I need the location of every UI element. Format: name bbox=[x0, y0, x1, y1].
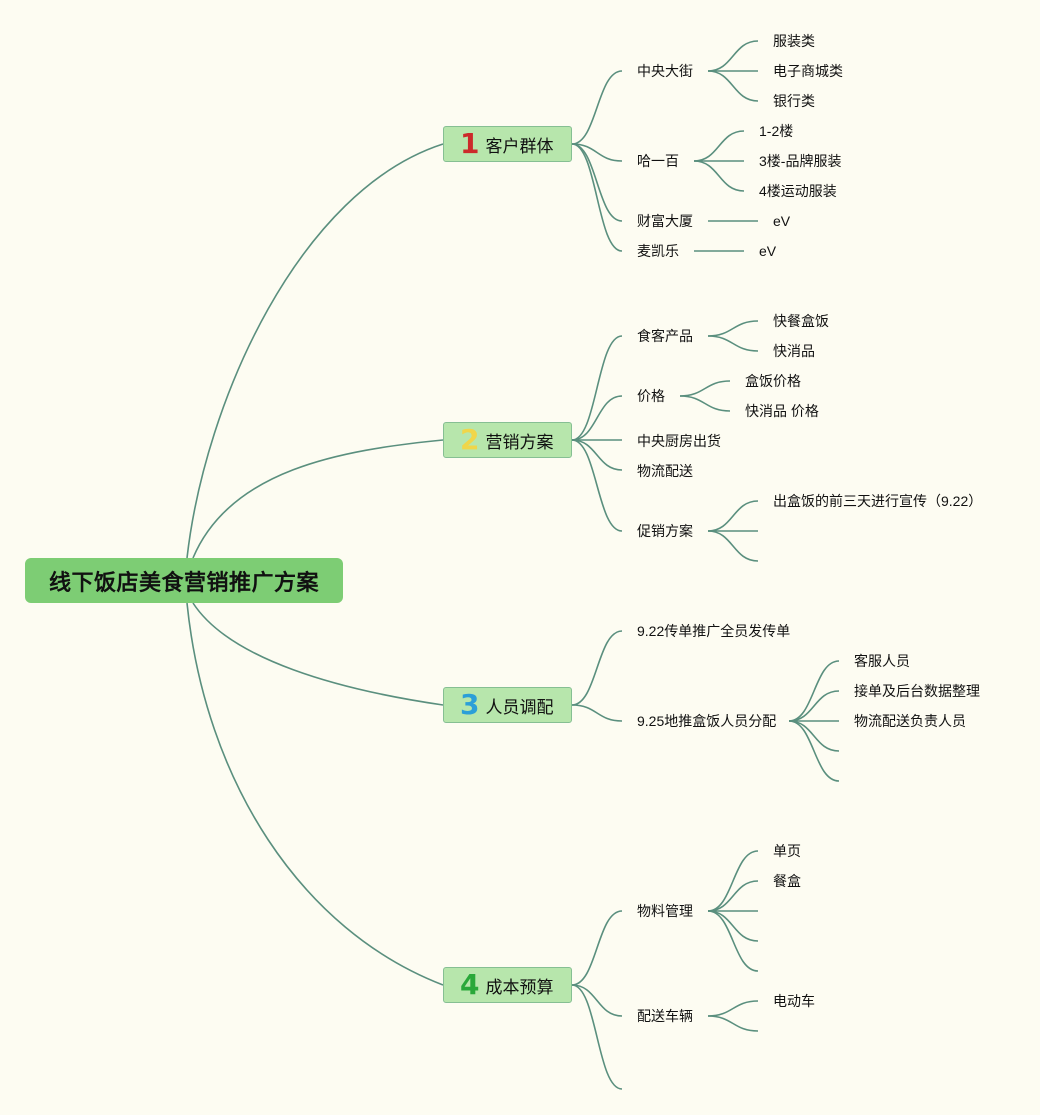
topic-food-products[interactable]: 食客产品 bbox=[637, 328, 693, 344]
branch-topic-connector bbox=[571, 335, 623, 441]
branch-topic-connector bbox=[571, 984, 623, 1017]
subtopic-clothing[interactable]: 服装类 bbox=[773, 33, 815, 49]
subtopic-meal-box-price[interactable]: 盒饭价格 bbox=[745, 373, 801, 389]
branch-label: 成本预算 bbox=[485, 977, 554, 997]
topic-subtopic-connector bbox=[707, 850, 759, 912]
root-topic[interactable]: 线下饭店美食营销推广方案 bbox=[25, 558, 343, 603]
root-branch-connector bbox=[192, 602, 444, 706]
topic-price[interactable]: 价格 bbox=[637, 388, 665, 404]
number-4-icon: 4 bbox=[460, 968, 480, 1001]
subtopic-floor-3[interactable]: 3楼-品牌服装 bbox=[759, 153, 842, 169]
number-1-icon: 1 bbox=[460, 127, 480, 160]
topic-subtopic-connector bbox=[788, 660, 840, 722]
branch-label: 人员调配 bbox=[485, 697, 554, 717]
topic-delivery-vehicles[interactable]: 配送车辆 bbox=[637, 1008, 693, 1024]
topic-subtopic-connector bbox=[707, 530, 759, 562]
topic-subtopic-connector bbox=[707, 910, 759, 942]
branch-staff-allocation[interactable]: 3 人员调配 bbox=[443, 687, 572, 723]
topic-materials-management[interactable]: 物料管理 bbox=[637, 903, 693, 919]
number-2-icon: 2 bbox=[460, 423, 480, 456]
subtopic-ev[interactable]: eV bbox=[759, 243, 777, 259]
subtopic-floor-1-2[interactable]: 1-2楼 bbox=[759, 123, 794, 139]
branch-topic-connector bbox=[571, 984, 623, 1090]
root-branch-connector bbox=[186, 143, 444, 559]
topic-subtopic-connector bbox=[788, 720, 840, 752]
branch-label: 客户群体 bbox=[485, 136, 554, 156]
branch-topic-connector bbox=[571, 439, 623, 532]
branch-topic-connector bbox=[571, 439, 623, 471]
topic-subtopic-connector bbox=[707, 335, 759, 352]
subtopic-order-data-processing[interactable]: 接单及后台数据整理 bbox=[854, 683, 980, 699]
topic-promotion-plan[interactable]: 促销方案 bbox=[637, 523, 693, 539]
root-branch-connector bbox=[192, 439, 444, 559]
subtopic-fast-meal-boxes[interactable]: 快餐盒饭 bbox=[773, 313, 829, 329]
subtopic-ev[interactable]: eV bbox=[773, 213, 791, 229]
topic-subtopic-connector bbox=[679, 395, 731, 412]
subtopic-electric-vehicle[interactable]: 电动车 bbox=[773, 993, 815, 1009]
topic-subtopic-connector bbox=[707, 910, 759, 972]
topic-subtopic-connector bbox=[679, 380, 731, 397]
branch-cost-budget[interactable]: 4 成本预算 bbox=[443, 967, 572, 1003]
branch-topic-connector bbox=[571, 630, 623, 706]
branch-topic-connector bbox=[571, 143, 623, 252]
branch-topic-connector bbox=[571, 395, 623, 441]
topic-central-street[interactable]: 中央大街 bbox=[637, 63, 693, 79]
topic-subtopic-connector bbox=[788, 690, 840, 722]
branch-label: 营销方案 bbox=[485, 432, 554, 452]
topic-subtopic-connector bbox=[707, 40, 759, 72]
subtopic-floor-4[interactable]: 4楼运动服装 bbox=[759, 183, 837, 199]
subtopic-promotion-before-launch[interactable]: 出盒饭的前三天进行宣传（9.22） bbox=[773, 493, 983, 509]
branch-topic-connector bbox=[571, 70, 623, 145]
subtopic-banks[interactable]: 银行类 bbox=[773, 93, 815, 109]
topic-logistics-delivery[interactable]: 物流配送 bbox=[637, 463, 693, 479]
number-3-icon: 3 bbox=[460, 688, 480, 721]
topic-subtopic-connector bbox=[707, 880, 759, 912]
branch-topic-connector bbox=[571, 143, 623, 222]
branch-topic-connector bbox=[571, 143, 623, 162]
topic-subtopic-connector bbox=[788, 720, 840, 782]
topic-central-kitchen-shipping[interactable]: 中央厨房出货 bbox=[637, 433, 721, 449]
topic-flyer-distribution[interactable]: 9.22传单推广全员发传单 bbox=[637, 623, 791, 639]
subtopic-customer-service[interactable]: 客服人员 bbox=[854, 653, 910, 669]
topic-subtopic-connector bbox=[707, 1015, 759, 1032]
branch-marketing-plan[interactable]: 2 营销方案 bbox=[443, 422, 572, 458]
topic-maikaile[interactable]: 麦凯乐 bbox=[637, 243, 679, 259]
subtopic-delivery-staff[interactable]: 物流配送负责人员 bbox=[854, 713, 966, 729]
subtopic-consumables-price[interactable]: 快消品 价格 bbox=[745, 403, 819, 419]
subtopic-meal-boxes[interactable]: 餐盒 bbox=[773, 873, 801, 889]
topic-subtopic-connector bbox=[693, 160, 745, 192]
root-branch-connector bbox=[186, 602, 444, 986]
branch-customer-group[interactable]: 1 客户群体 bbox=[443, 126, 572, 162]
subtopic-fast-consumables[interactable]: 快消品 bbox=[773, 343, 815, 359]
subtopic-flyers[interactable]: 单页 bbox=[773, 843, 801, 859]
topic-fortune-tower[interactable]: 财富大厦 bbox=[637, 213, 693, 229]
subtopic-electronics-mall[interactable]: 电子商城类 bbox=[773, 63, 843, 79]
topic-subtopic-connector bbox=[693, 130, 745, 162]
topic-ground-promotion-staff[interactable]: 9.25地推盒饭人员分配 bbox=[637, 713, 777, 729]
topic-subtopic-connector bbox=[707, 500, 759, 532]
root-topic-label: 线下饭店美食营销推广方案 bbox=[48, 569, 319, 595]
branch-topic-connector bbox=[571, 910, 623, 986]
topic-subtopic-connector bbox=[707, 1000, 759, 1017]
branch-topic-connector bbox=[571, 704, 623, 722]
topic-subtopic-connector bbox=[707, 70, 759, 102]
topic-habai[interactable]: 哈一百 bbox=[637, 153, 679, 169]
topic-subtopic-connector bbox=[707, 320, 759, 337]
